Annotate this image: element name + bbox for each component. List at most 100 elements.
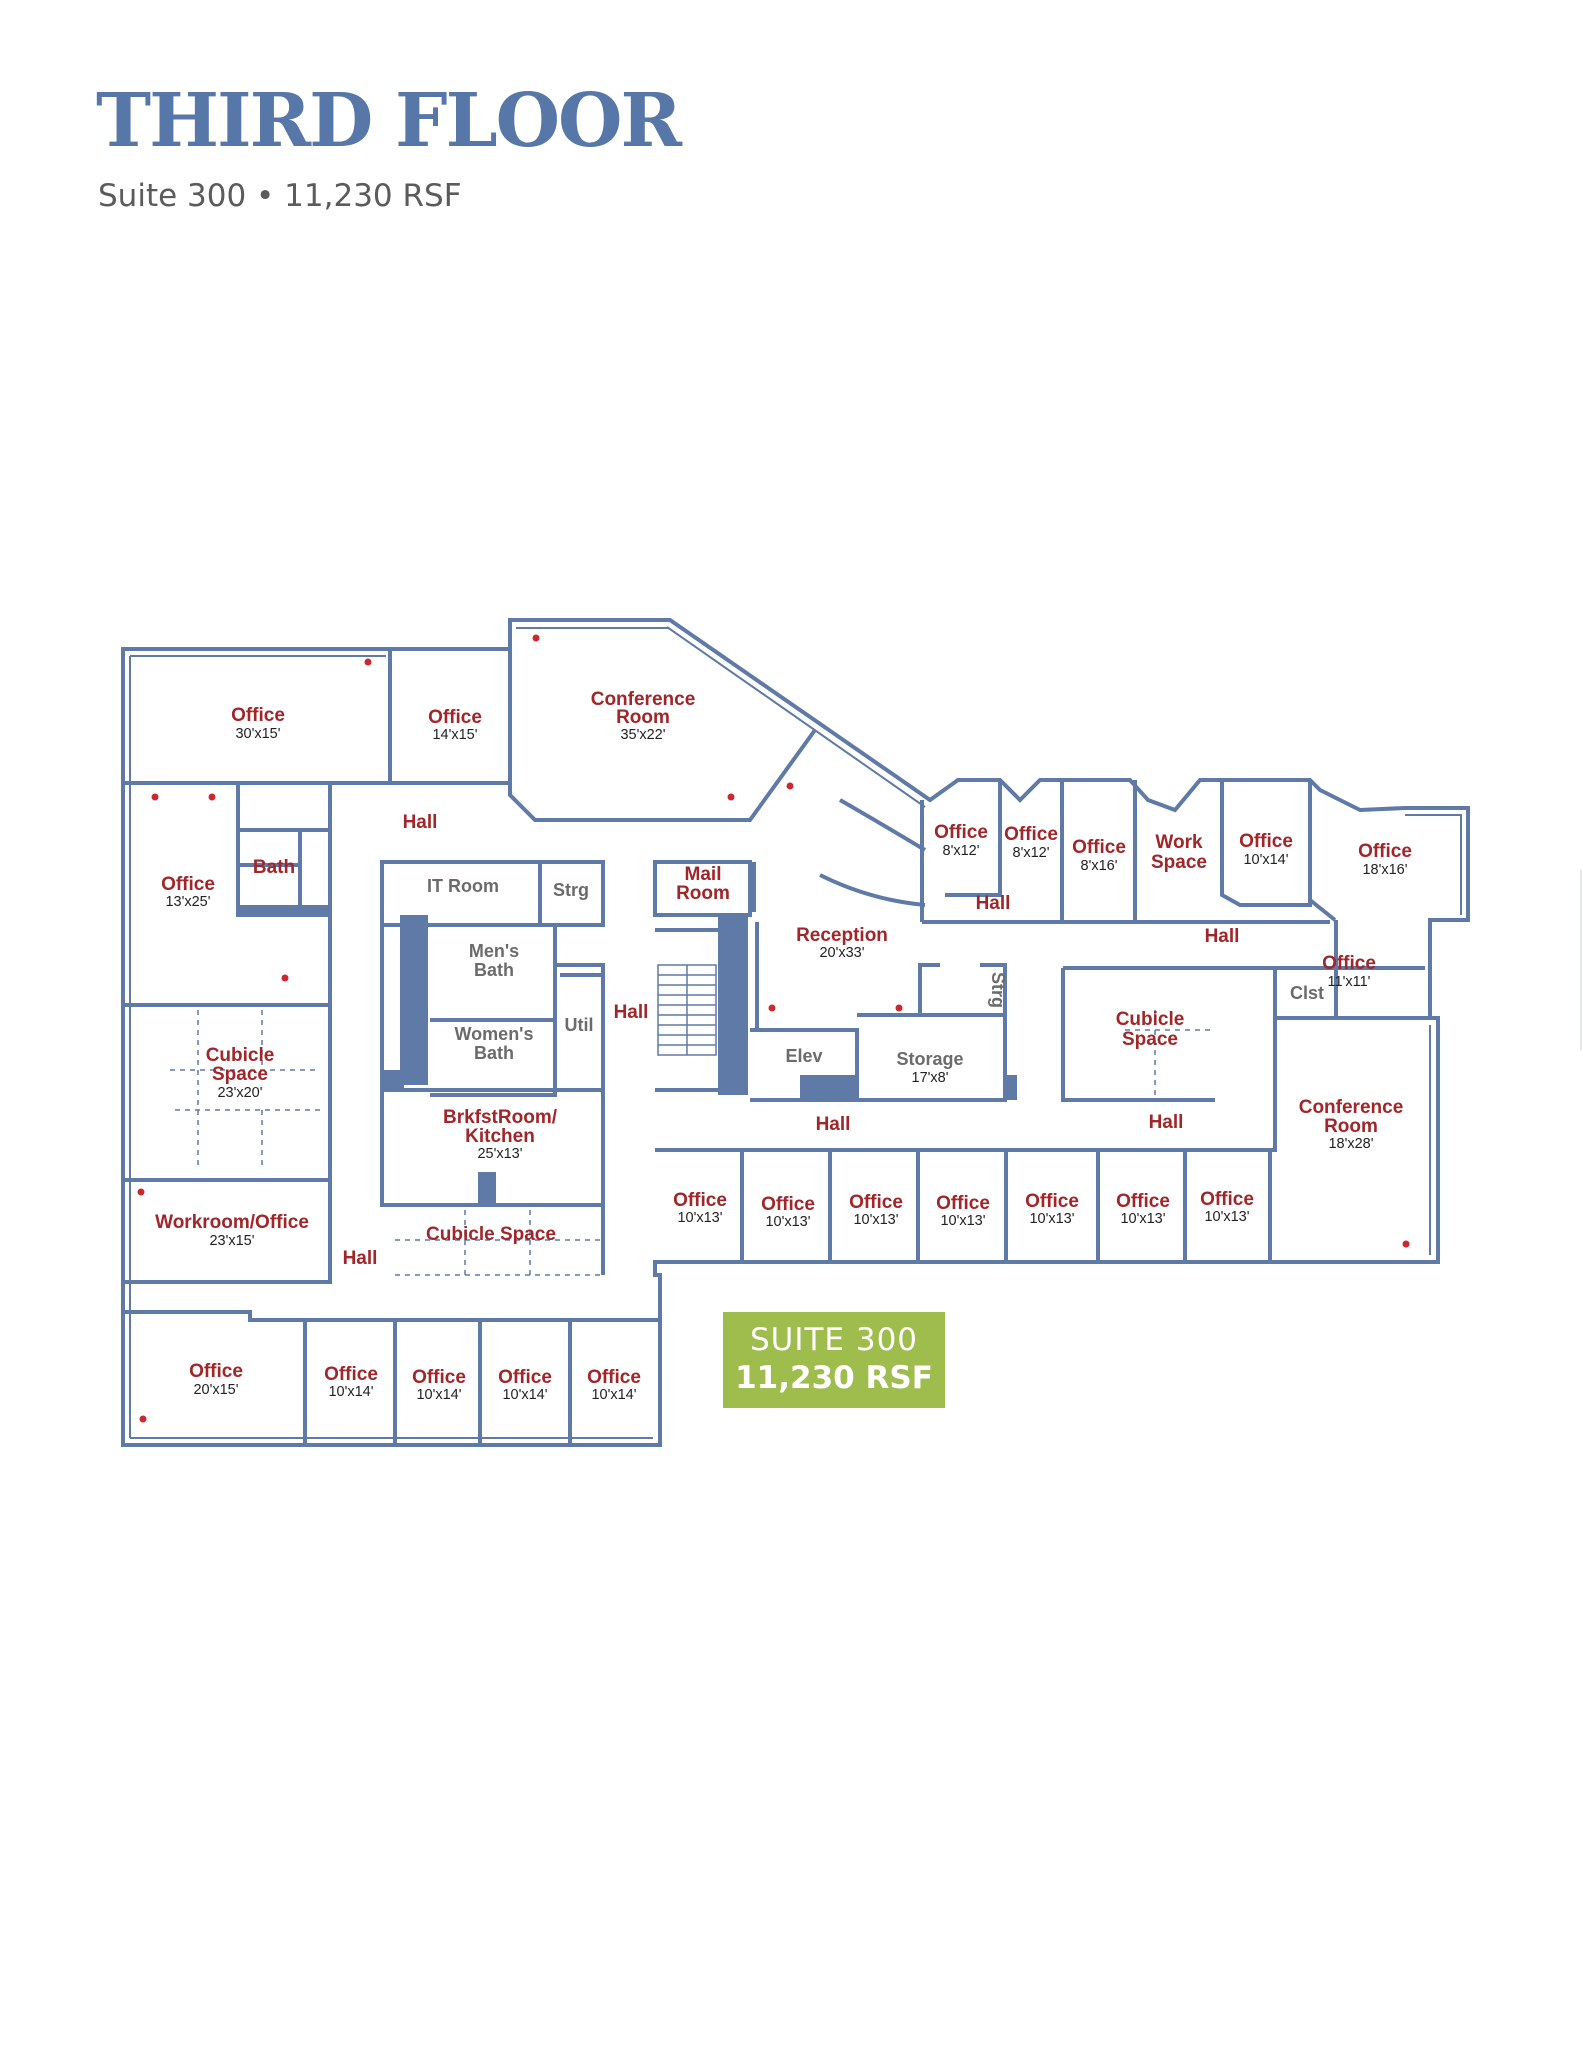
conf-right-name2: Room [1324, 1116, 1378, 1137]
office-1014-dim: 10'x14' [1243, 852, 1288, 868]
stair-treads [658, 965, 716, 1055]
wall-conf-top [508, 649, 817, 822]
cubicle-right-name1: Cubicle [1116, 1009, 1185, 1030]
office-1816-name: Office [1358, 841, 1412, 862]
wall-block-6 [800, 1075, 857, 1100]
cubicle-dashes [170, 1010, 1215, 1276]
cubicle-mid-name: Cubicle Space [426, 1224, 556, 1245]
mail-name1: Mail [685, 864, 722, 885]
conf-top-name1: Conference [591, 689, 696, 710]
bottom-office-4-dim: 10'x14' [591, 1387, 636, 1403]
wall-mail [653, 860, 752, 917]
dot [786, 782, 794, 790]
outer-wall [121, 618, 1470, 1447]
dash-mid [395, 1210, 600, 1276]
strg-v-name: Strg [988, 972, 1008, 1008]
office-l2-name: Office [161, 874, 215, 895]
mid-office-3-dim: 10'x13' [853, 1212, 898, 1228]
mid-office-5-dim: 10'x13' [1029, 1211, 1074, 1227]
hall-1: Hall [403, 812, 438, 833]
wall-reception-curve [819, 798, 927, 907]
clst-name: Clst [1290, 983, 1324, 1003]
dot [768, 1004, 776, 1012]
mid-office-4-name: Office [936, 1193, 990, 1214]
office-tl-dim: 30'x15' [235, 726, 280, 742]
wall-bottom-offices [303, 1320, 572, 1445]
office-bl-name: Office [189, 1361, 243, 1382]
outer-wall-inner [129, 626, 1462, 1439]
page-edge-line [1580, 870, 1582, 1050]
kitchen-dim: 25'x13' [477, 1146, 522, 1162]
dot [208, 793, 216, 801]
wall-block-4 [718, 915, 748, 1095]
office-tl-name: Office [231, 705, 285, 726]
outlet-dots [137, 634, 1410, 1423]
wall-block-2 [400, 915, 428, 1085]
dot [1402, 1240, 1410, 1248]
hall-2: Hall [976, 893, 1011, 914]
wall-block-1 [238, 905, 330, 915]
office-1111-name: Office [1322, 953, 1376, 974]
solid-walls [238, 862, 1017, 1205]
conf-right-dim: 18'x28' [1328, 1136, 1373, 1152]
hall-5: Hall [816, 1114, 851, 1135]
cubicle-left-dim: 23'x20' [217, 1085, 262, 1101]
suite-badge-area: 11,230 RSF [735, 1360, 933, 1396]
wall-hall-right [1145, 920, 1425, 970]
office-t2-dim: 14'x15' [432, 727, 477, 743]
office-816-name: Office [1072, 837, 1126, 858]
reception-dim: 20'x33' [819, 945, 864, 961]
womens-bath-name2: Bath [474, 1043, 514, 1063]
mens-bath-name1: Men's [469, 941, 519, 961]
office-t2-name: Office [428, 707, 482, 728]
office-1111-dim: 11'x11' [1328, 974, 1371, 990]
wall-storage [857, 963, 1007, 1102]
dot [137, 1188, 145, 1196]
workroom-dim: 23'x15' [209, 1233, 254, 1249]
bottom-office-3-dim: 10'x14' [502, 1387, 547, 1403]
room-labels: Office 30'x15' Office 14'x15' Conference… [155, 689, 1412, 1403]
bottom-office-1-dim: 10'x14' [328, 1384, 373, 1400]
mid-office-1-name: Office [673, 1190, 727, 1211]
wall-reception [755, 920, 1145, 1030]
kitchen-name2: Kitchen [465, 1126, 535, 1147]
elev-name: Elev [785, 1046, 822, 1066]
walls [121, 618, 1470, 1447]
workroom-name: Workroom/Office [155, 1212, 309, 1233]
conf-top-dim: 35'x22' [620, 727, 665, 743]
conf-right-name1: Conference [1299, 1097, 1404, 1118]
hall-6: Hall [1149, 1112, 1184, 1133]
work-space-name2: Space [1151, 852, 1207, 873]
wall-offices-812 [920, 780, 1337, 922]
bottom-office-1-name: Office [324, 1364, 378, 1385]
mid-office-6-name: Office [1116, 1191, 1170, 1212]
suite-badge-name: SUITE 300 [749, 1322, 919, 1358]
office-812a-name: Office [934, 822, 988, 843]
hall-7: Hall [343, 1248, 378, 1269]
office-812b-name: Office [1004, 824, 1058, 845]
office-812a-dim: 8'x12' [943, 843, 980, 859]
wall-mid-offices [655, 1148, 1272, 1262]
office-bl-dim: 20'x15' [193, 1382, 238, 1398]
mail-name2: Room [676, 883, 730, 904]
wall-baths-core [380, 923, 605, 1097]
storage-dim: 17'x8' [912, 1070, 949, 1086]
dash-right [1085, 1010, 1215, 1101]
wall-block-7 [1005, 1075, 1017, 1100]
wall-hall-bottom [123, 1310, 660, 1322]
mid-office-1-dim: 10'x13' [677, 1210, 722, 1226]
cubicle-right-name2: Space [1122, 1029, 1178, 1050]
mid-office-2-name: Office [761, 1194, 815, 1215]
page-subtitle: Suite 300 • 11,230 RSF [98, 178, 462, 214]
bottom-office-3-name: Office [498, 1367, 552, 1388]
work-space-name1: Work [1155, 832, 1203, 853]
bottom-office-4-name: Office [587, 1367, 641, 1388]
bottom-office-2-name: Office [412, 1367, 466, 1388]
util-name: Util [565, 1015, 594, 1035]
page-title: THIRD FLOOR [96, 78, 682, 164]
cubicle-left-name1: Cubicle [206, 1045, 275, 1066]
cubicle-left-name2: Space [212, 1064, 268, 1085]
wall-cubicle-mid [382, 1203, 605, 1275]
dot [151, 793, 159, 801]
